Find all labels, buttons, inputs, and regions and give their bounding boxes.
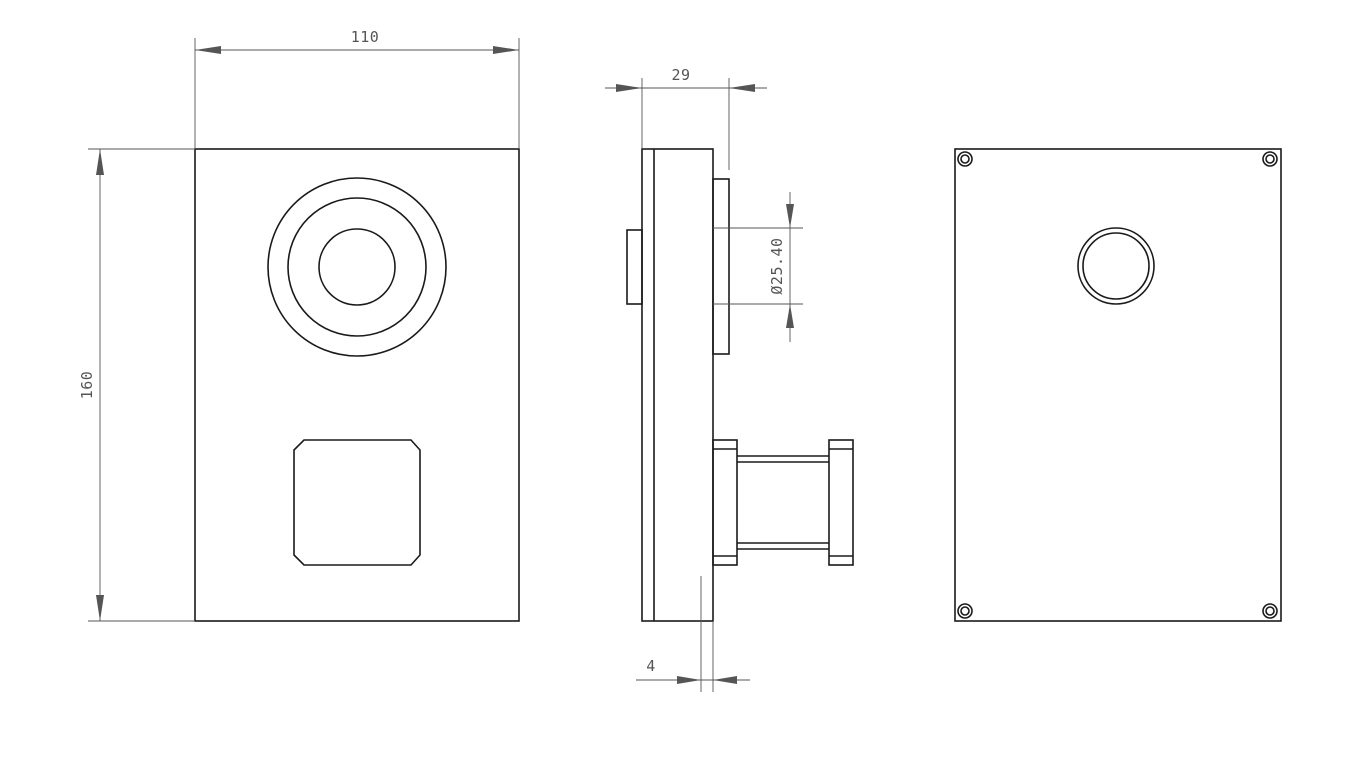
side-view-body	[641, 148, 714, 622]
back-port-outer	[1077, 227, 1155, 305]
width-arrow-right	[493, 46, 519, 54]
diameter-dimension-label: Ø25.40	[768, 237, 786, 294]
depth-dimension: 29	[605, 66, 767, 170]
screw-hole-bottom-right	[1262, 603, 1278, 619]
screw-hole-top-right	[1262, 151, 1278, 167]
speaker-grille	[293, 439, 421, 566]
front-view-body	[194, 148, 520, 622]
width-dimension: 110	[194, 28, 520, 149]
width-arrow-left	[195, 46, 221, 54]
camera-outer-ring	[267, 177, 447, 357]
thickness-arrow-right	[713, 676, 737, 684]
depth-arrow-right	[729, 84, 755, 92]
height-dimension: 160	[78, 148, 195, 622]
height-dimension-label: 160	[78, 371, 96, 400]
width-dimension-label: 110	[351, 28, 380, 46]
back-port-inner	[1082, 232, 1150, 300]
back-view-body	[954, 148, 1282, 622]
diameter-symbol: Ø	[768, 285, 786, 295]
side-view-back-bump	[626, 229, 643, 305]
height-arrow-top	[96, 149, 104, 175]
camera-lens	[318, 228, 396, 306]
depth-dimension-label: 29	[671, 66, 690, 84]
screw-hole-bottom-left	[957, 603, 973, 619]
thickness-arrow-left	[677, 676, 701, 684]
screw-hole-top-left	[957, 151, 973, 167]
camera-middle-ring	[287, 197, 427, 337]
back-view	[954, 148, 1282, 622]
diameter-arrow-bottom	[786, 304, 794, 328]
diameter-dimension: Ø25.40	[713, 192, 803, 342]
diameter-arrow-top	[786, 204, 794, 228]
diameter-value: 25.40	[768, 237, 786, 285]
thickness-dimension: 4	[636, 576, 750, 692]
height-arrow-bottom	[96, 595, 104, 621]
depth-arrow-left	[616, 84, 642, 92]
side-view	[626, 148, 854, 622]
side-view-lower-module	[712, 439, 854, 566]
side-view-camera-boss	[712, 178, 730, 355]
thickness-dimension-label: 4	[646, 657, 656, 675]
front-view	[194, 148, 520, 622]
